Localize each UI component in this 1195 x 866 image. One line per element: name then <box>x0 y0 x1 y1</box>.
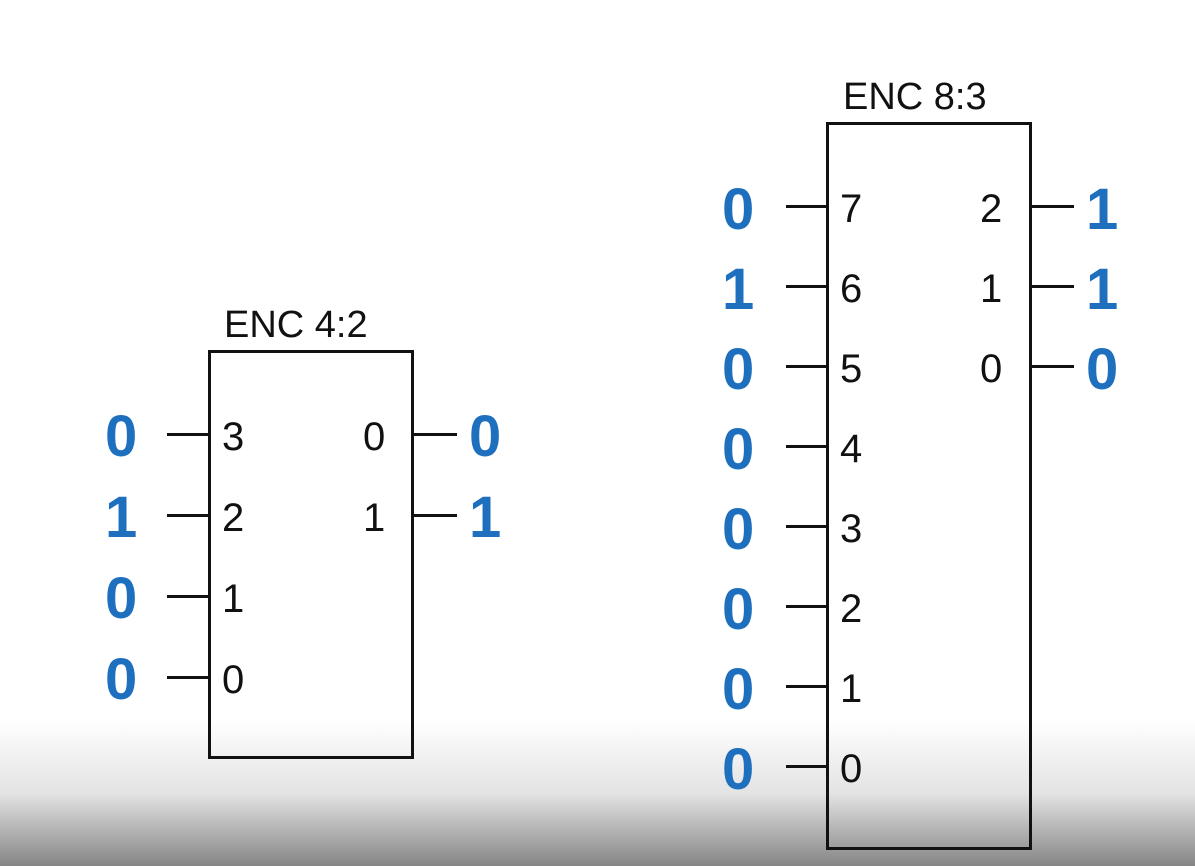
encoder-4-2-input-pin-1: 1 <box>222 577 245 621</box>
encoder-4-2-input-pin-2: 2 <box>222 496 245 540</box>
encoder-4-2-input-wire-0 <box>167 676 210 679</box>
encoder-4-2-input-bit-1: 0 <box>105 566 138 631</box>
encoder-8-3-output-pin-0: 0 <box>980 347 1003 391</box>
encoder-8-3-input-pin-1: 1 <box>840 667 863 711</box>
encoder-4-2-input-pin-3: 3 <box>222 415 245 459</box>
encoder-8-3-output-bit-1: 1 <box>1086 257 1119 322</box>
encoder-4-2-input-bit-0: 0 <box>105 647 138 712</box>
encoder-8-3-output-bit-2: 1 <box>1086 177 1119 242</box>
encoder-8-3-output-bit-0: 0 <box>1086 337 1119 402</box>
encoder-4-2-input-bit-2: 1 <box>105 485 138 550</box>
encoder-8-3-output-pin-2: 2 <box>980 187 1003 231</box>
encoder-8-3-output-wire-2 <box>1030 205 1074 208</box>
encoder-8-3-output-wire-1 <box>1030 285 1074 288</box>
encoder-4-2-box <box>208 350 414 759</box>
encoder-8-3-input-wire-0 <box>786 765 828 768</box>
encoder-4-2-input-wire-1 <box>167 595 210 598</box>
encoder-4-2-title: ENC 4:2 <box>224 304 368 346</box>
encoder-4-2-input-bit-3: 0 <box>105 404 138 469</box>
encoder-8-3-input-bit-3: 0 <box>722 497 755 562</box>
encoder-8-3-input-bit-6: 1 <box>722 257 755 322</box>
encoder-8-3-input-wire-4 <box>786 445 828 448</box>
encoder-8-3-input-pin-4: 4 <box>840 427 863 471</box>
encoder-4-2-output-bit-1: 1 <box>469 485 502 550</box>
encoder-8-3-input-bit-2: 0 <box>722 577 755 642</box>
encoder-4-2-output-bit-0: 0 <box>469 404 502 469</box>
encoder-4-2-output-wire-1 <box>411 514 457 517</box>
encoder-8-3-input-wire-2 <box>786 605 828 608</box>
encoder-8-3-input-pin-0: 0 <box>840 747 863 791</box>
encoder-8-3-input-pin-3: 3 <box>840 507 863 551</box>
encoder-8-3-input-wire-6 <box>786 285 828 288</box>
encoder-8-3-input-bit-1: 0 <box>722 657 755 722</box>
encoder-4-2-output-pin-1: 1 <box>363 496 386 540</box>
encoder-8-3-input-pin-5: 5 <box>840 347 863 391</box>
encoder-4-2-output-wire-0 <box>411 433 457 436</box>
bottom-shade <box>0 720 1195 866</box>
encoder-8-3-output-pin-1: 1 <box>980 267 1003 311</box>
encoder-4-2-output-pin-0: 0 <box>363 415 386 459</box>
encoder-8-3-input-wire-3 <box>786 525 828 528</box>
encoder-8-3-input-pin-7: 7 <box>840 187 863 231</box>
encoder-8-3-input-pin-2: 2 <box>840 587 863 631</box>
encoder-8-3-input-bit-7: 0 <box>722 177 755 242</box>
encoder-8-3-input-bit-0: 0 <box>722 737 755 802</box>
encoder-8-3-box <box>826 122 1032 850</box>
encoder-8-3-output-wire-0 <box>1030 365 1074 368</box>
encoder-4-2-input-pin-0: 0 <box>222 658 245 702</box>
encoder-4-2-input-wire-2 <box>167 514 210 517</box>
encoder-8-3-input-wire-5 <box>786 365 828 368</box>
encoder-8-3-input-bit-5: 0 <box>722 337 755 402</box>
encoder-8-3-input-bit-4: 0 <box>722 417 755 482</box>
encoder-8-3-input-pin-6: 6 <box>840 267 863 311</box>
encoder-4-2-input-wire-3 <box>167 433 210 436</box>
encoder-8-3-input-wire-1 <box>786 685 828 688</box>
encoder-8-3-title: ENC 8:3 <box>843 76 987 118</box>
encoder-8-3-input-wire-7 <box>786 205 828 208</box>
